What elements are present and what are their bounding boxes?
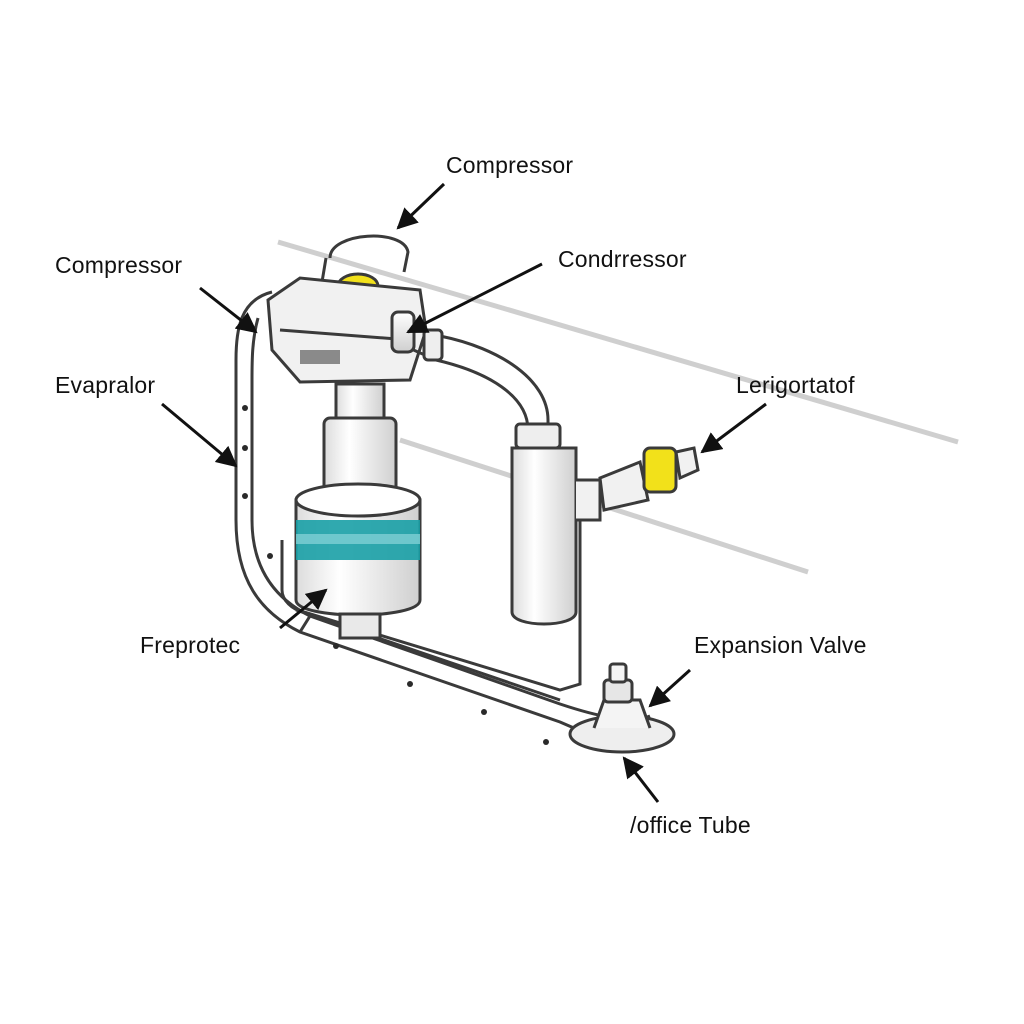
arrow-refrigerant bbox=[700, 402, 767, 454]
label-orifice-tube: /office Tube bbox=[630, 812, 751, 838]
label-condenser: Condrressor bbox=[558, 246, 687, 272]
compressor bbox=[266, 234, 428, 506]
arrow-freprotec bbox=[279, 588, 328, 630]
drier-canister bbox=[294, 482, 422, 640]
arrow-evaporator bbox=[161, 402, 238, 468]
label-compressor-top: Compressor bbox=[446, 152, 574, 178]
label-freprotec: Freprotec bbox=[140, 632, 241, 658]
label-compressor-left: Compressor bbox=[55, 252, 183, 278]
pointer-arrows bbox=[161, 182, 767, 803]
label-refrigerant: Lerigortatof bbox=[736, 372, 855, 398]
arrow-compressor-top bbox=[396, 182, 446, 230]
label-expansion-valve: Expansion Valve bbox=[694, 632, 867, 658]
arrow-condenser bbox=[406, 262, 543, 334]
condenser-cylinder bbox=[510, 446, 602, 626]
refrigerant-valve bbox=[598, 446, 700, 512]
arrow-expansion-valve bbox=[648, 668, 692, 708]
expansion-valve bbox=[568, 662, 676, 754]
arrow-compressor-left bbox=[199, 286, 258, 334]
label-evaporator: Evapralor bbox=[55, 372, 156, 398]
arrow-orifice-tube bbox=[622, 756, 660, 803]
